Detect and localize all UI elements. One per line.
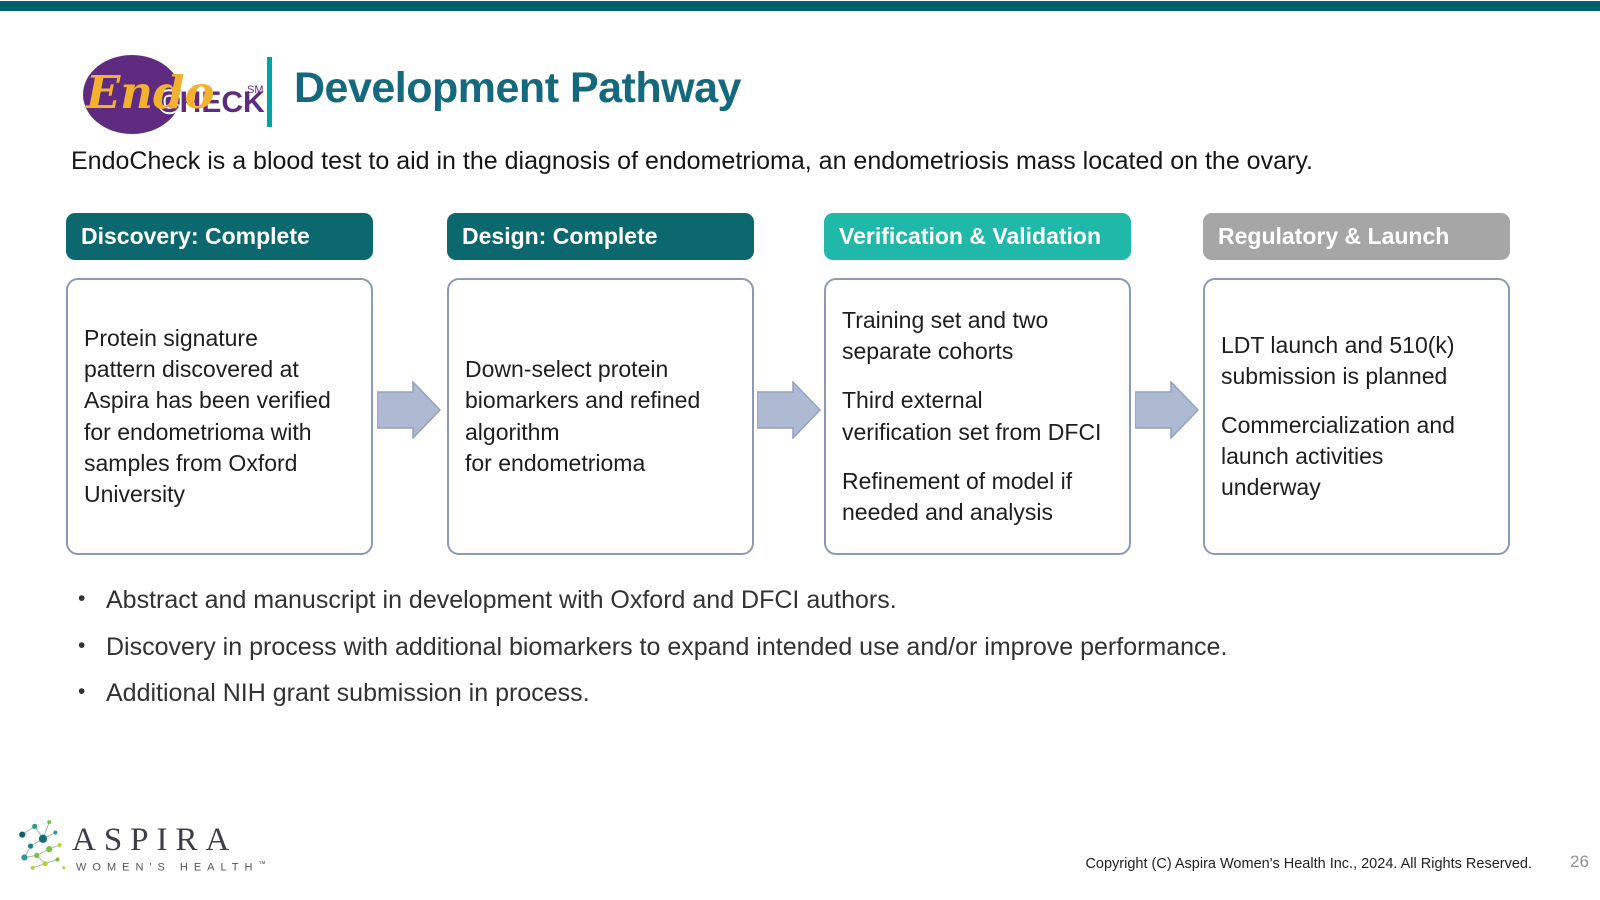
stage-box-regulatory: LDT launch and 510(k) submission is plan… xyxy=(1203,278,1510,555)
stage-box-discovery: Protein signature pattern discovered at … xyxy=(66,278,373,555)
title-divider xyxy=(267,57,272,127)
copyright-text: Copyright (C) Aspira Women's Health Inc.… xyxy=(1085,856,1532,872)
bullet-item: Additional NIH grant submission in proce… xyxy=(70,677,1550,710)
stage-box-text: Third external verification set from DFC… xyxy=(842,387,1102,445)
endocheck-logo-script: Endo xyxy=(86,66,215,119)
stage-box-verification: Training set and two separate cohorts Th… xyxy=(824,278,1131,555)
stage-header-regulatory: Regulatory & Launch xyxy=(1203,213,1510,260)
aspira-wordmark-subtitle: WOMEN'S HEALTH™ xyxy=(76,861,265,874)
page-title: Development Pathway xyxy=(294,64,741,112)
bullet-item: Abstract and manuscript in development w… xyxy=(70,584,1550,617)
stage-box-text: Protein signature pattern discovered at … xyxy=(84,325,331,507)
aspira-wordmark: ASPIRA xyxy=(72,822,238,858)
endocheck-logo-caps: CHECK xyxy=(158,86,265,119)
trademark-symbol: ™ xyxy=(258,861,266,868)
stage-box-text: Training set and two separate cohorts xyxy=(842,307,1049,365)
stage-header-verification: Verification & Validation xyxy=(824,213,1131,260)
right-arrow-icon xyxy=(757,381,821,439)
endocheck-logo-trademark: SM xyxy=(247,84,264,96)
stage-box-design: Down-select protein biomarkers and refin… xyxy=(447,278,754,555)
stage-box-text: Down-select protein biomarkers and refin… xyxy=(465,356,701,476)
stage-header-discovery: Discovery: Complete xyxy=(66,213,373,260)
right-arrow-icon xyxy=(377,381,441,439)
stage-box-text: Commercialization and launch activities … xyxy=(1221,411,1455,501)
stage-box-text: LDT launch and 510(k) submission is plan… xyxy=(1221,331,1455,389)
page-number: 26 xyxy=(1570,852,1589,871)
right-arrow-icon xyxy=(1135,381,1199,439)
summary-bullet-list: Abstract and manuscript in development w… xyxy=(70,584,1550,724)
aspira-subtitle-text: WOMEN'S HEALTH xyxy=(76,861,259,874)
top-accent-bar xyxy=(0,1,1600,11)
stage-header-design: Design: Complete xyxy=(447,213,754,260)
endocheck-logo-circle xyxy=(83,55,181,134)
stage-box-text: Refinement of model if needed and analys… xyxy=(842,467,1073,525)
aspira-molecule-icon xyxy=(19,820,66,870)
intro-text: EndoCheck is a blood test to aid in the … xyxy=(71,147,1313,175)
bullet-item: Discovery in process with additional bio… xyxy=(70,631,1550,664)
